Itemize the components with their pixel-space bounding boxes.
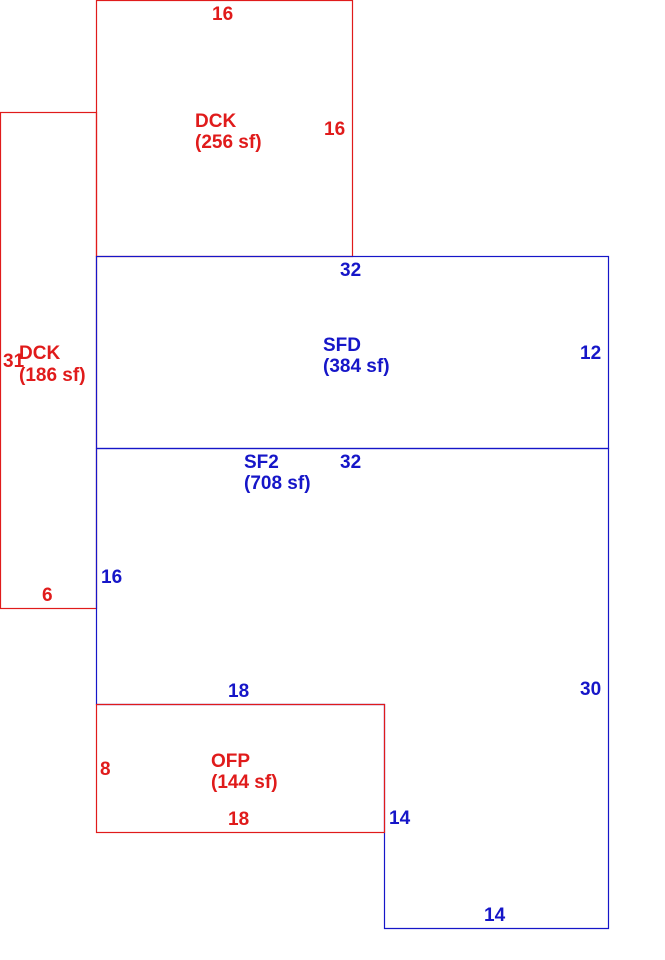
area-code-dck-left: DCK — [19, 343, 60, 364]
area-sf-dck-upper: (256 sf) — [195, 132, 262, 153]
dim-ofp-bottom: 18 — [228, 809, 249, 830]
area-code-sfd: SFD — [323, 335, 361, 356]
dim-dck-top-right: 16 — [324, 119, 345, 140]
dim-sf2-right: 30 — [580, 679, 601, 700]
area-code-dck-upper: DCK — [195, 111, 236, 132]
sf2-outline — [95, 447, 610, 930]
dim-sf2-inner-right: 14 — [389, 808, 411, 829]
area-sf-sfd: (384 sf) — [323, 356, 390, 377]
area-sf-ofp: (144 sf) — [211, 772, 278, 793]
dim-sf2-left: 16 — [101, 567, 122, 588]
dim-sf2-bottom: 14 — [484, 905, 506, 926]
dim-sfd-right: 12 — [580, 343, 601, 364]
dim-dck-top-top: 16 — [212, 4, 233, 25]
area-code-sf2: SF2 — [244, 452, 279, 473]
dim-sf2-inner-top: 18 — [228, 681, 249, 702]
dim-sf2-top: 32 — [340, 452, 361, 473]
dim-sfd-top: 32 — [340, 260, 361, 281]
area-sf-sf2: (708 sf) — [244, 473, 311, 494]
ofp-outline — [95, 703, 386, 834]
area-code-ofp: OFP — [211, 751, 250, 772]
dim-dck-left-side: 31 — [3, 351, 25, 372]
dim-ofp-left: 8 — [100, 759, 111, 780]
dim-dck-left-bottom: 6 — [42, 585, 53, 606]
area-sf-dck-left: (186 sf) — [19, 365, 86, 386]
